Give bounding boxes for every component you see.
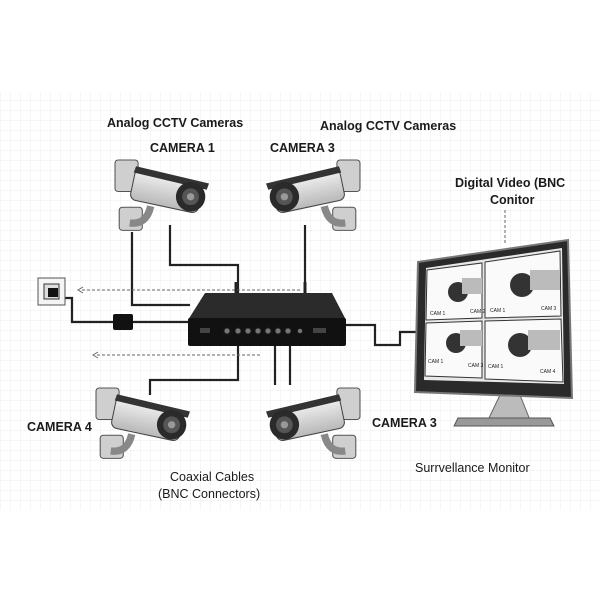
monitor-label-line2: Conitor: [490, 193, 535, 207]
tile-1-left-label: CAM 1: [430, 311, 446, 317]
tile-4-left-label: CAM 1: [488, 364, 504, 370]
power-outlet: [37, 277, 66, 306]
coaxial-cables: [65, 225, 420, 395]
group-label-top-right: Analog CCTV Cameras: [320, 119, 456, 133]
camera-3-top-label: CAMERA 3: [270, 141, 335, 155]
monitor-label-line1: Digital Video (BNC: [455, 176, 565, 190]
surveillance-monitor: [413, 238, 574, 427]
camera-4-label: CAMERA 4: [27, 420, 92, 434]
signal-arrows: [77, 210, 506, 359]
tile-4-right-label: CAM 4: [540, 369, 556, 375]
group-label-top-left: Analog CCTV Cameras: [107, 116, 243, 130]
power-adapter: [113, 314, 133, 330]
monitor-caption: Surrvellance Monitor: [415, 461, 530, 475]
tile-2-left-label: CAM 1: [490, 308, 506, 314]
tile-3-right-label: CAM 3: [468, 363, 484, 369]
monitor-tile-labels: CAM 1 CAM 2 CAM 1 CAM 3 CAM 1 CAM 3 CAM …: [428, 306, 557, 375]
tile-3-left-label: CAM 1: [428, 359, 444, 365]
camera-1-label: CAMERA 1: [150, 141, 215, 155]
tile-1-right-label: CAM 2: [470, 309, 486, 315]
camera-3-bottom-label: CAMERA 3: [372, 416, 437, 430]
cables-label-line2: (BNC Connectors): [158, 487, 260, 501]
tile-2-right-label: CAM 3: [541, 306, 557, 312]
dvr-recorder: [188, 282, 346, 346]
cables-label-line1: Coaxial Cables: [170, 470, 254, 484]
